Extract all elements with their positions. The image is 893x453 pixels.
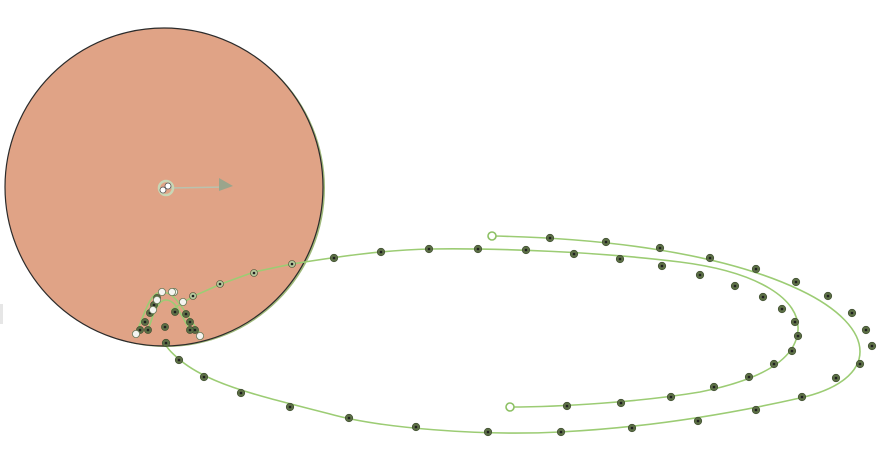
path-node-center [793, 320, 797, 324]
path-node-center [618, 257, 622, 261]
path-node-selected[interactable] [152, 295, 161, 304]
path-node-center [177, 358, 181, 362]
path-node-center [188, 320, 192, 324]
path-node-center [826, 294, 830, 298]
path-node-center [565, 404, 569, 408]
path-node-center [193, 328, 197, 332]
path-node-selected[interactable] [195, 331, 204, 340]
path-node-center [660, 264, 664, 268]
path-node-center [476, 247, 480, 251]
edge-marker [0, 304, 3, 324]
path-node-center [202, 375, 206, 379]
path-node-center [164, 341, 168, 345]
path-node-selected[interactable] [157, 287, 166, 296]
path-node-center [427, 247, 431, 251]
path-node-center [486, 430, 490, 434]
direction-arrow-icon[interactable] [219, 178, 233, 191]
path-node-center [414, 425, 418, 429]
path-node-center [559, 430, 563, 434]
arch-inner-path[interactable] [147, 299, 191, 331]
path-node-center [698, 273, 702, 277]
path-node-center [604, 240, 608, 244]
path-node-center [658, 246, 662, 250]
path-node-center [733, 284, 737, 288]
path-node-center [630, 426, 634, 430]
path-node-center [548, 236, 552, 240]
path-node-center [619, 401, 623, 405]
path-node-center [794, 280, 798, 284]
path-node-center [332, 256, 336, 260]
path-node-selected[interactable] [167, 287, 176, 296]
path-node-selected[interactable] [178, 297, 187, 306]
pivot-handle-icon[interactable] [157, 178, 233, 197]
path-node-center [870, 344, 874, 348]
path-node-center [290, 262, 294, 266]
path-node-center [708, 256, 712, 260]
path-node-center [152, 303, 156, 307]
end-point-icon[interactable] [505, 402, 515, 412]
path-node-center [780, 307, 784, 311]
path-node-center [834, 376, 838, 380]
path-node-center [524, 248, 528, 252]
path-node-center [858, 362, 862, 366]
path-node-center [163, 325, 167, 329]
path-node-center [864, 328, 868, 332]
start-point-icon[interactable] [487, 231, 497, 241]
path-node-selected[interactable] [148, 305, 157, 314]
path-node-center [184, 312, 188, 316]
path-node-center [754, 267, 758, 271]
path-node-center [772, 362, 776, 366]
path-node-center [173, 310, 177, 314]
path-node-center [138, 328, 142, 332]
path-node-center [379, 250, 383, 254]
path-node-center [191, 294, 195, 298]
path-node-center [218, 282, 222, 286]
path-node-center [239, 391, 243, 395]
path-node-center [288, 405, 292, 409]
path-node-selected[interactable] [131, 329, 140, 338]
path-node-center [800, 395, 804, 399]
path-node-center [669, 395, 673, 399]
path-nodes[interactable] [131, 233, 877, 437]
path-node-center [747, 375, 751, 379]
path-node-center [252, 271, 256, 275]
path-node-center [754, 408, 758, 412]
path-node-center [850, 311, 854, 315]
path-node-center [696, 419, 700, 423]
path-node-center [761, 295, 765, 299]
path-node-center [188, 328, 192, 332]
path-node-center [146, 328, 150, 332]
path-node-center [712, 385, 716, 389]
path-node-center [790, 349, 794, 353]
path-node-center [143, 320, 147, 324]
path-node-center [347, 416, 351, 420]
path-node-center [572, 252, 576, 256]
path-node-center [796, 334, 800, 338]
